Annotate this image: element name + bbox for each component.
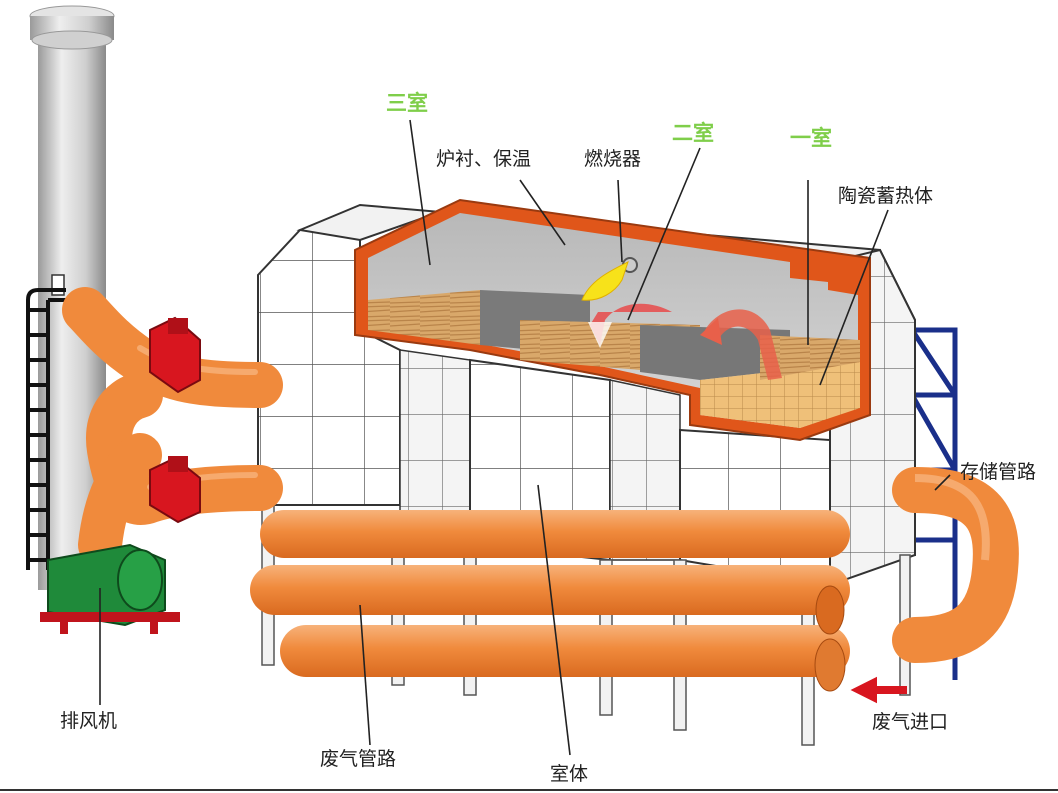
label-storage-pipe: 存储管路 bbox=[960, 461, 1036, 483]
label-room-three: 三室 bbox=[386, 91, 428, 115]
label-chamber-body: 室体 bbox=[550, 763, 588, 785]
leader-lines bbox=[99, 119, 951, 756]
label-room-two: 二室 bbox=[672, 121, 714, 145]
inlet-arrow bbox=[850, 676, 907, 704]
label-ceramic-regenerator: 陶瓷蓄热体 bbox=[838, 185, 933, 207]
waste-gas-pipes bbox=[250, 510, 850, 692]
valve-lower bbox=[149, 456, 201, 524]
storage-pipe-loop bbox=[892, 467, 1019, 663]
burner-flame bbox=[581, 257, 638, 301]
label-burner: 燃烧器 bbox=[584, 148, 641, 170]
ladder bbox=[26, 288, 72, 570]
exhaust-fan bbox=[40, 543, 180, 634]
label-waste-gas-pipe: 废气管路 bbox=[320, 748, 396, 770]
chamber-interior bbox=[354, 198, 871, 442]
label-waste-gas-inlet: 废气进口 bbox=[872, 711, 948, 733]
label-exhaust-fan: 排风机 bbox=[60, 710, 117, 732]
label-lining-insulation: 炉衬、保温 bbox=[436, 148, 531, 170]
label-room-one: 一室 bbox=[790, 126, 832, 150]
flow-arrow-down bbox=[588, 303, 672, 348]
flow-arrow-up bbox=[700, 309, 782, 380]
valve-upper bbox=[149, 316, 201, 394]
